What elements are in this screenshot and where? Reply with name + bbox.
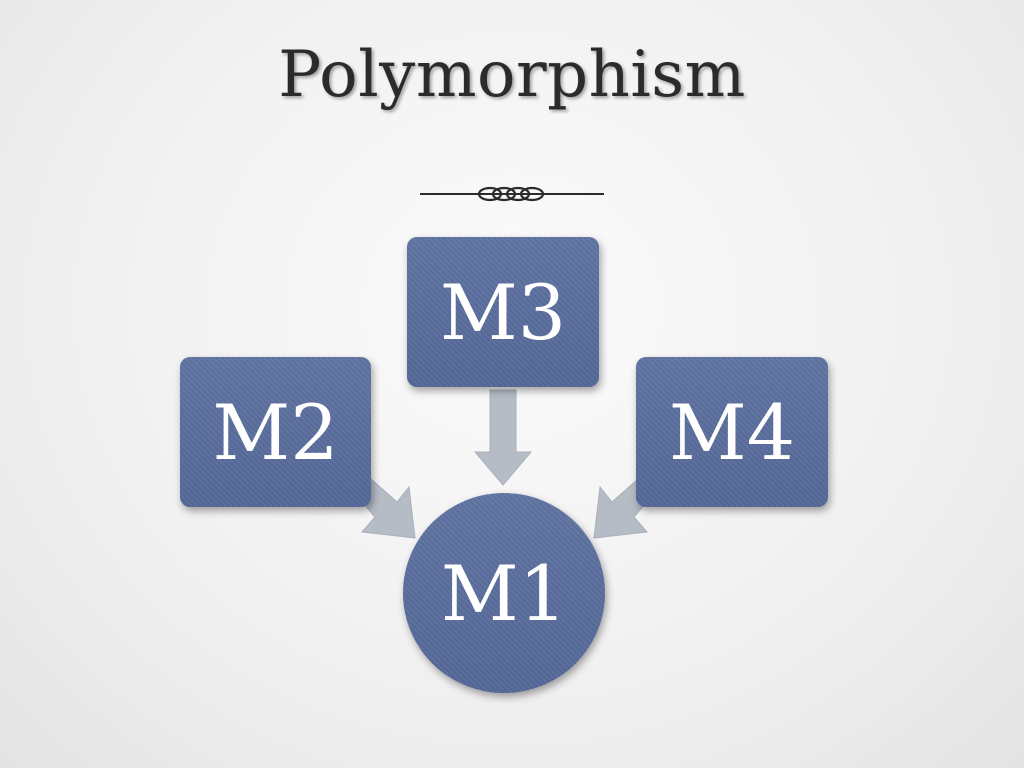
arrow-m2-to-m1 bbox=[356, 478, 416, 539]
slide-title: Polymorphism bbox=[278, 38, 746, 112]
node-m3-label: M3 bbox=[439, 267, 567, 357]
node-m1: M1 bbox=[403, 493, 605, 693]
node-m3: M3 bbox=[407, 237, 599, 387]
arrow-m3-to-m1 bbox=[473, 389, 533, 486]
node-m4-label: M4 bbox=[668, 387, 796, 477]
decorative-divider bbox=[420, 186, 604, 202]
node-m1-label: M1 bbox=[440, 548, 568, 638]
node-m4: M4 bbox=[636, 357, 828, 507]
node-m2: M2 bbox=[180, 357, 371, 507]
node-m2-label: M2 bbox=[212, 387, 339, 477]
